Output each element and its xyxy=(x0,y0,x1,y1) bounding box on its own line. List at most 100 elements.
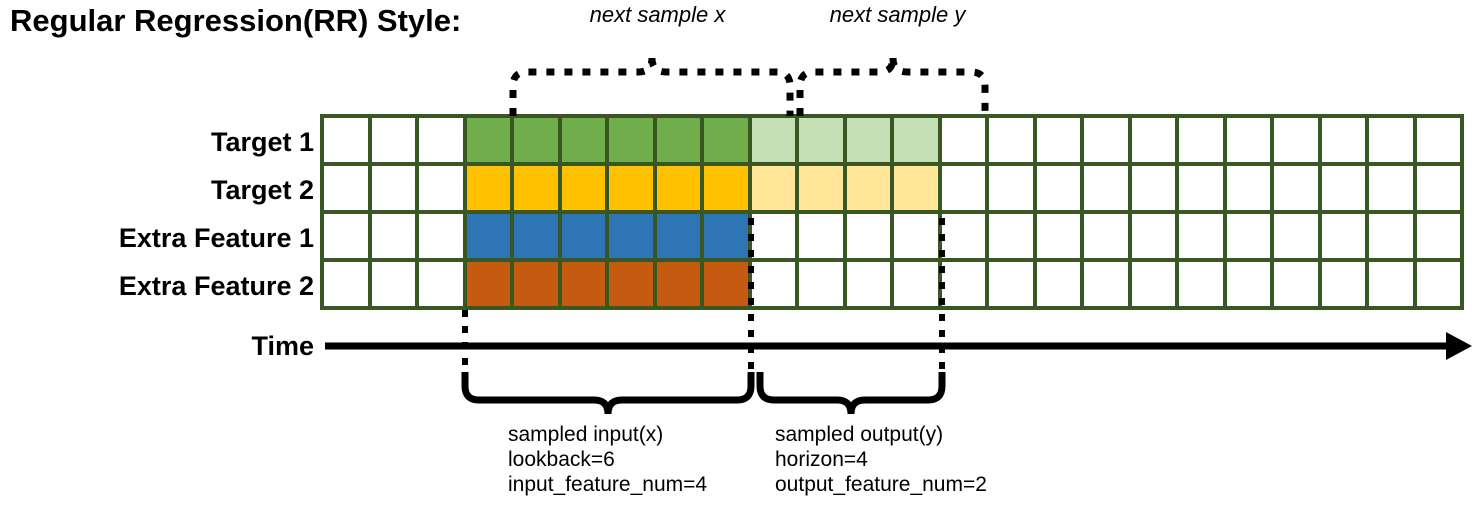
grid-cell-r2-c13 xyxy=(941,214,985,258)
grid-cell-r0-c11 xyxy=(846,118,890,162)
grid-cell-r0-c15 xyxy=(1036,118,1080,162)
row-label-target-1: Target 1 xyxy=(210,127,314,157)
grid-cell-r2-c7 xyxy=(656,214,700,258)
grid-cell-r2-c4 xyxy=(514,214,558,258)
grid-cell-r2-c17 xyxy=(1131,214,1175,258)
grid-cell-r3-c17 xyxy=(1131,262,1175,306)
grid-cell-r3-c9 xyxy=(751,262,795,306)
grid-cell-r2-c10 xyxy=(799,214,843,258)
row-label-extra-feature-2: Extra Feature 2 xyxy=(118,271,314,301)
grid-cell-r2-c22 xyxy=(1369,214,1413,258)
grid-cell-r1-c6 xyxy=(609,166,653,210)
grid-cell-r2-c14 xyxy=(989,214,1033,258)
grid-cell-r3-c21 xyxy=(1321,262,1365,306)
grid-cell-r1-c7 xyxy=(656,166,700,210)
grid-cell-r0-c21 xyxy=(1321,118,1365,162)
grid-cell-r0-c4 xyxy=(514,118,558,162)
sampled-output-description: sampled output(y) horizon=4 output_featu… xyxy=(775,422,987,497)
page-title: Regular Regression(RR) Style: xyxy=(10,3,462,38)
grid-cell-r0-c6 xyxy=(609,118,653,162)
grid-cell-r1-c3 xyxy=(466,166,510,210)
grid-cell-r3-c20 xyxy=(1274,262,1318,306)
grid-cell-r2-c8 xyxy=(704,214,748,258)
grid-cell-r1-c18 xyxy=(1179,166,1223,210)
grid-cell-r2-c21 xyxy=(1321,214,1365,258)
grid-cell-r3-c12 xyxy=(894,262,938,306)
timeseries-grid xyxy=(320,114,1464,310)
grid-cell-r1-c1 xyxy=(371,166,415,210)
grid-cell-r2-c6 xyxy=(609,214,653,258)
grid-cell-r1-c8 xyxy=(704,166,748,210)
brace-sampled-input xyxy=(461,372,755,415)
grid-cell-r1-c19 xyxy=(1226,166,1270,210)
grid-cell-r3-c4 xyxy=(514,262,558,306)
grid-cell-r1-c10 xyxy=(799,166,843,210)
grid-cell-r3-c8 xyxy=(704,262,748,306)
sampled-input-feature-num: input_feature_num=4 xyxy=(508,473,708,496)
grid-cell-r0-c0 xyxy=(324,118,368,162)
grid-cell-r3-c10 xyxy=(799,262,843,306)
grid-cell-r3-c18 xyxy=(1179,262,1223,306)
grid-cell-r3-c23 xyxy=(1416,262,1460,306)
grid-cell-r0-c19 xyxy=(1226,118,1270,162)
grid-cell-r0-c20 xyxy=(1274,118,1318,162)
grid-cell-r1-c13 xyxy=(941,166,985,210)
grid-cell-r2-c15 xyxy=(1036,214,1080,258)
grid-cell-r1-c23 xyxy=(1416,166,1460,210)
grid-cell-r0-c5 xyxy=(561,118,605,162)
grid-cell-r0-c9 xyxy=(751,118,795,162)
grid-cell-r0-c2 xyxy=(419,118,463,162)
grid-cell-r2-c18 xyxy=(1179,214,1223,258)
dotted-brace-next-sample-x xyxy=(509,57,794,116)
grid-cell-r3-c13 xyxy=(941,262,985,306)
grid-cell-r0-c17 xyxy=(1131,118,1175,162)
grid-cell-r2-c16 xyxy=(1084,214,1128,258)
grid-cell-r2-c23 xyxy=(1416,214,1460,258)
grid-cell-r1-c4 xyxy=(514,166,558,210)
grid-cell-r2-c20 xyxy=(1274,214,1318,258)
grid-cell-r1-c21 xyxy=(1321,166,1365,210)
grid-cell-r1-c0 xyxy=(324,166,368,210)
grid-cell-r0-c12 xyxy=(894,118,938,162)
grid-cell-r2-c2 xyxy=(419,214,463,258)
grid-cell-r0-c16 xyxy=(1084,118,1128,162)
grid-cell-r0-c10 xyxy=(799,118,843,162)
grid-cell-r3-c19 xyxy=(1226,262,1270,306)
grid-cell-r2-c5 xyxy=(561,214,605,258)
grid-cell-r1-c14 xyxy=(989,166,1033,210)
grid-cell-r0-c18 xyxy=(1179,118,1223,162)
time-axis-arrow xyxy=(325,332,1472,360)
grid-cell-r0-c7 xyxy=(656,118,700,162)
grid-cell-r3-c0 xyxy=(324,262,368,306)
grid-cell-r1-c9 xyxy=(751,166,795,210)
grid-cell-r1-c16 xyxy=(1084,166,1128,210)
grid-cell-r0-c22 xyxy=(1369,118,1413,162)
time-axis-label: Time xyxy=(251,331,314,361)
grid-cell-r2-c12 xyxy=(894,214,938,258)
grid-cell-r3-c16 xyxy=(1084,262,1128,306)
grid-cell-r0-c13 xyxy=(941,118,985,162)
annotation-next-sample-x: next sample x xyxy=(589,2,726,27)
grid-cell-r1-c17 xyxy=(1131,166,1175,210)
grid-cell-r3-c7 xyxy=(656,262,700,306)
grid-cell-r3-c11 xyxy=(846,262,890,306)
sampled-input-title: sampled input(x) xyxy=(508,423,664,446)
grid-cell-r3-c3 xyxy=(466,262,510,306)
grid-cell-r0-c3 xyxy=(466,118,510,162)
sampled-input-lookback: lookback=6 xyxy=(508,448,615,471)
grid-cell-r0-c23 xyxy=(1416,118,1460,162)
grid-cell-r0-c8 xyxy=(704,118,748,162)
grid-cell-r2-c3 xyxy=(466,214,510,258)
grid-cell-r3-c5 xyxy=(561,262,605,306)
sampled-input-description: sampled input(x) lookback=6 input_featur… xyxy=(508,422,707,497)
grid-cell-r1-c2 xyxy=(419,166,463,210)
grid-cell-r1-c5 xyxy=(561,166,605,210)
grid-cell-r3-c2 xyxy=(419,262,463,306)
grid-cell-r2-c19 xyxy=(1226,214,1270,258)
grid-cell-r1-c22 xyxy=(1369,166,1413,210)
row-label-extra-feature-1: Extra Feature 1 xyxy=(118,223,314,253)
sampled-output-title: sampled output(y) xyxy=(775,423,944,446)
grid-cell-r1-c11 xyxy=(846,166,890,210)
grid-cell-r2-c11 xyxy=(846,214,890,258)
grid-cell-r2-c9 xyxy=(751,214,795,258)
